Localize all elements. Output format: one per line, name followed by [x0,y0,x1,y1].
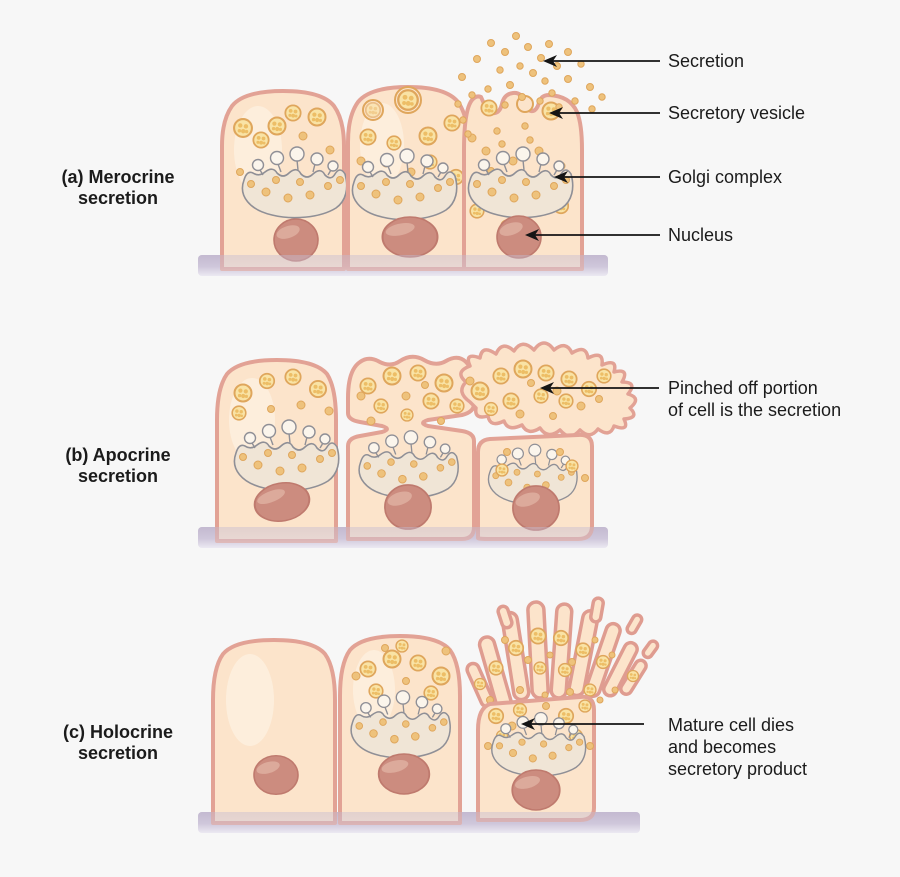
merocrine-illustration [198,32,608,276]
nucleus [253,754,299,796]
golgi-complex-arrow-icon [554,171,660,183]
callout-mature-line3: secretory product [668,759,808,779]
callout-mature-cell-dies: Mature cell dies and becomes secretory p… [668,714,807,780]
panel-b-title: (b) Apocrine secretion [52,445,184,487]
panel-a-title: (a) Merocrine secretion [52,167,184,209]
merocrine-cell-2 [346,85,470,271]
panel-a-title-line2: secretion [77,188,159,208]
fusing-vesicle [480,99,498,117]
mature-cell-arrow-icon [521,718,644,730]
cell-fragments-strands [465,596,660,713]
nucleus [381,216,439,258]
callout-pinched-line1: Pinched off portion [668,378,818,398]
callout-pinched-line2: of cell is the secretion [668,400,842,420]
apocrine-illustration [198,341,638,548]
nucleus [377,753,431,795]
panel-c-title: (c) Holocrine secretion [52,722,184,764]
secretory-vesicle-arrow-icon [549,107,660,119]
nucleus [512,485,560,531]
nucleus [511,769,561,811]
nucleus [384,484,432,530]
panel-b-title-line1: (b) Apocrine [65,445,171,465]
callout-arrows [521,55,660,730]
panel-a-title-line1: (a) Merocrine [61,167,175,187]
callout-secretory-vesicle: Secretory vesicle [668,103,806,123]
holocrine-cell-2 [338,634,462,825]
callout-pinched-off-portion: Pinched off portion of cell is the secre… [668,377,841,421]
callout-secretion: Secretion [668,51,745,71]
callout-mature-line1: Mature cell dies [668,715,795,735]
nucleus-arrow-icon [525,229,660,241]
secretion-arrow-icon [543,55,660,67]
panel-c-title-line2: secretion [77,743,159,763]
apocrine-cell-2-pinching [346,354,476,541]
nucleus [273,218,319,262]
callout-nucleus: Nucleus [668,225,734,245]
holocrine-illustration [198,596,660,833]
holocrine-cell-3-rupturing [465,596,660,822]
panel-b-title-line2: secretion [77,466,159,486]
merocrine-cell-1 [220,89,348,271]
apocrine-cell-3-remainder [476,432,594,541]
callout-mature-line2: and becomes [668,737,777,757]
apocrine-cell-1 [215,358,340,543]
pinched-portion-arrow-icon [540,382,659,394]
panel-c-title-line1: (c) Holocrine [62,722,173,742]
holocrine-cell-1 [211,638,337,825]
callout-golgi-complex: Golgi complex [668,167,783,187]
